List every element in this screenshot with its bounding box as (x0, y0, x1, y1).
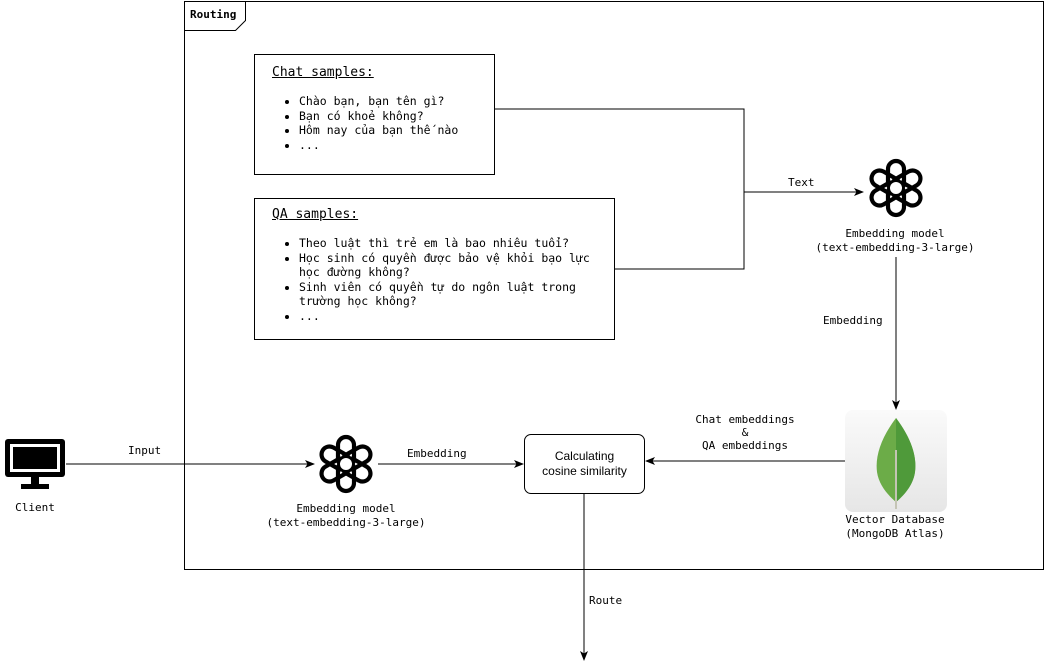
cosine-line1: Calculating (554, 449, 615, 463)
routing-frame-label: Routing (190, 8, 237, 21)
bottom-model-line1: Embedding model (296, 502, 396, 515)
chat-samples-box: Chat samples: Chào bạn, bạn tên gì? Bạn … (254, 54, 495, 175)
edge-label-text: Text (788, 176, 815, 189)
vector-db-line1: Vector Database (845, 513, 945, 526)
openai-logo-icon (869, 158, 923, 218)
top-model-line1: Embedding model (845, 227, 945, 240)
list-item: Hôm nay của bạn thế nào (299, 123, 529, 138)
db-edge-line2: & (741, 426, 749, 439)
cosine-line2: cosine similarity (542, 464, 627, 478)
list-item: Bạn có khoẻ không? (299, 109, 529, 124)
edge-label-embedding-down: Embedding (823, 314, 883, 327)
client-label: Client (15, 501, 55, 514)
list-item: ... (299, 309, 599, 324)
list-item: Học sinh có quyền được bảo vệ khỏi bạo l… (299, 251, 599, 280)
top-embedding-model-label: Embedding model (text-embedding-3-large) (800, 227, 990, 255)
frame-tab-outline (184, 1, 246, 31)
db-edge-line3: QA embeddings (701, 439, 789, 452)
bottom-embedding-model-label: Embedding model (text-embedding-3-large) (251, 502, 441, 530)
openai-logo-icon (319, 434, 373, 494)
list-item: Sinh viên có quyền tự do ngôn luật trong… (299, 280, 599, 309)
routing-frame (184, 1, 1044, 570)
qa-samples-title: QA samples: (272, 207, 359, 222)
edge-chat-to-model (494, 108, 745, 192)
edge-label-route: Route (589, 594, 623, 607)
list-item: Chào bạn, bạn tên gì? (299, 94, 529, 109)
list-item: ... (299, 138, 529, 153)
chat-samples-list: Chào bạn, bạn tên gì? Bạn có khoẻ không?… (259, 94, 529, 152)
cosine-similarity-box: Calculating cosine similarity (524, 434, 645, 494)
bottom-model-line2: (text-embedding-3-large) (266, 516, 426, 529)
vector-db-line2: (MongoDB Atlas) (845, 527, 945, 540)
qa-samples-list: Theo luật thì trẻ em là bao nhiêu tuổi? … (259, 236, 599, 323)
vector-db-label: Vector Database (MongoDB Atlas) (800, 513, 990, 541)
chat-samples-title: Chat samples: (272, 65, 374, 80)
monitor-icon (5, 439, 65, 489)
qa-samples-box: QA samples: Theo luật thì trẻ em là bao … (254, 198, 615, 340)
edge-qa-to-model (614, 192, 745, 270)
top-model-line2: (text-embedding-3-large) (815, 241, 975, 254)
db-edge-line1: Chat embeddings (695, 413, 795, 426)
list-item: Theo luật thì trẻ em là bao nhiêu tuổi? (299, 236, 599, 251)
mongodb-leaf-icon (876, 418, 916, 509)
edge-label-embedding-right: Embedding (407, 447, 467, 460)
edge-label-input: Input (128, 444, 162, 457)
edge-label-db: Chat embeddings & QA embeddings (680, 413, 810, 452)
